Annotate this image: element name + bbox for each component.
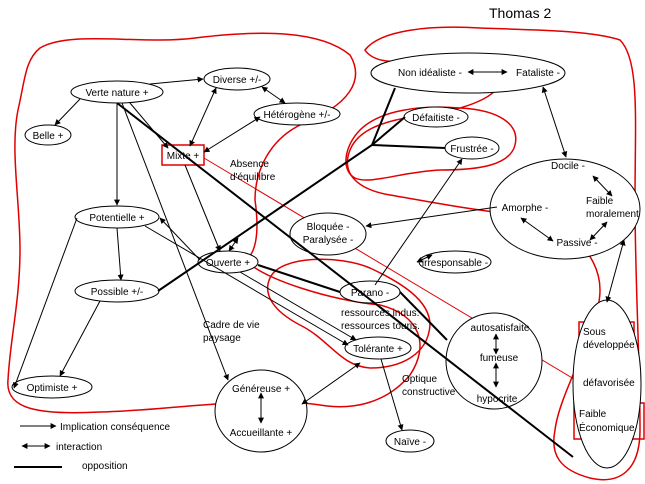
optique-label-line2: constructive xyxy=(402,387,456,398)
potentielle-label: Potentielle + xyxy=(89,213,144,224)
bloquee-label-line1: Bloquée - xyxy=(307,222,350,233)
non-idealiste-label: Non idéaliste - xyxy=(398,68,462,79)
heterogene-label: Hétérogène +/- xyxy=(264,110,331,121)
legend: Implication conséquence interaction oppo… xyxy=(14,422,171,472)
opposition-verte-faible-eco xyxy=(116,102,574,458)
interaction-fataliste-docile xyxy=(541,86,568,158)
docile-label: Docile - xyxy=(551,161,585,172)
absence-label-line1: Absence xyxy=(230,159,269,170)
interaction-genereuse-tolerante xyxy=(301,362,361,405)
legend-interaction-label: interaction xyxy=(56,442,102,453)
bloquee-label-line2: Paralysée - xyxy=(303,235,354,246)
optique-label-line1: Optique xyxy=(402,374,437,385)
arrow-verte-genereuse xyxy=(121,102,229,381)
sous-developpee-label-line2: développée xyxy=(583,340,635,351)
faible-eco-label-line1: Faible xyxy=(579,409,607,420)
optimiste-node xyxy=(11,375,93,399)
arrow-amorphe-bloquee xyxy=(365,206,498,229)
interaction-faible-passive xyxy=(589,221,608,241)
interaction-irresponsable-bloquee xyxy=(416,254,433,263)
faible-moralement-label-line2: moralement xyxy=(586,209,639,220)
opposition-ouverte-parano xyxy=(257,264,341,293)
node-labels: Verte nature + Diverse +/- Hétérogène +/… xyxy=(27,68,639,448)
positive-group-outline xyxy=(7,32,421,414)
naive-label: Naïve - xyxy=(394,437,426,448)
ouverte-label: Ouverte + xyxy=(206,258,250,269)
arrow-mixte-ouverte xyxy=(184,164,221,252)
naive-node xyxy=(385,429,435,453)
interaction-arrows xyxy=(189,69,626,424)
interaction-diverse-heterogene xyxy=(261,86,286,104)
ressources-label-line1: ressources indus. xyxy=(341,308,419,319)
parano-group-outline xyxy=(266,258,431,369)
accueillante-label: Accueillante + xyxy=(230,428,293,439)
irresponsable-label: irresponsable - xyxy=(422,258,488,269)
implication-arrows xyxy=(13,76,498,431)
interaction-ouverte-bloquee xyxy=(228,237,239,252)
fataliste-label: Fataliste - xyxy=(516,68,560,79)
heterogene-node xyxy=(253,102,341,126)
interaction-heterogene-mixte xyxy=(203,116,261,153)
diverse-label: Diverse +/- xyxy=(213,75,262,86)
faible-moralement-label-line1: Faible xyxy=(586,196,614,207)
belle-label: Belle + xyxy=(33,131,64,142)
interaction-passive-sous-developpee xyxy=(605,239,626,303)
arrow-ouverte-tolerante xyxy=(239,271,357,341)
opposition-branch-frustree xyxy=(371,144,446,149)
arrow-potentielle-possible xyxy=(116,227,124,281)
arrow-ouverte-potentielle xyxy=(159,217,201,261)
diagram-title: Thomas 2 xyxy=(489,5,551,21)
ressources-label-line2: ressources touris. xyxy=(341,321,420,332)
arrow-verte-mixte xyxy=(129,102,169,149)
possible-label: Possible +/- xyxy=(91,287,144,298)
tolerante-label: Tolérante + xyxy=(353,344,403,355)
bloquee-node xyxy=(289,212,367,256)
diverse-node xyxy=(203,67,271,91)
interaction-diverse-mixte xyxy=(189,87,217,147)
faible-eco-label-line2: Économique xyxy=(579,421,635,434)
arrow-potentielle-tolerante xyxy=(144,225,349,346)
arrow-irresponsable-frustree xyxy=(374,158,463,286)
opposition-branch-defaitiste xyxy=(371,116,406,146)
mixte-label: Mixte + xyxy=(167,151,200,162)
fumeuse-label: fumeuse xyxy=(480,353,519,364)
arrow-verte-belle xyxy=(54,98,81,126)
arrow-verte-diverse xyxy=(149,76,204,85)
arrow-possible-optimiste xyxy=(59,300,101,377)
cadre-label-line2: paysage xyxy=(203,333,241,344)
optimiste-label: Optimiste + xyxy=(27,383,78,394)
interaction-amorphe-passive xyxy=(520,217,554,242)
legend-opposition-label: opposition xyxy=(82,461,128,472)
belle-node xyxy=(24,124,72,146)
arrow-tolerante-naive xyxy=(380,358,404,431)
autosatisfaite-label: autosatisfaite xyxy=(471,323,530,334)
legend-implication-label: Implication conséquence xyxy=(60,422,171,433)
autosatisfaite-group-node xyxy=(445,312,543,410)
defaitiste-label: Défaitiste - xyxy=(412,113,460,124)
parano-label: Parano - xyxy=(351,288,389,299)
defavorisee-label: défavorisée xyxy=(583,378,635,389)
interaction-docile-faible xyxy=(592,175,613,197)
cadre-label-line1: Cadre de vie xyxy=(203,320,260,331)
absence-label-line2: d'équilibre xyxy=(230,172,276,183)
opposition-parano-autosatisfaite xyxy=(399,291,448,341)
tolerante-node xyxy=(344,336,412,360)
frustree-label: Frustrée - xyxy=(450,144,493,155)
verte-nature-label: Verte nature + xyxy=(85,88,148,99)
passive-label: Passive - xyxy=(556,238,597,249)
sous-developpee-label-line1: Sous xyxy=(583,327,606,338)
ouverte-node xyxy=(197,250,259,274)
genereuse-label: Généreuse + xyxy=(232,384,290,395)
arrow-potentielle-optimiste xyxy=(13,217,78,389)
mixte-highlight-box xyxy=(161,144,205,166)
amorphe-label: Amorphe - xyxy=(502,203,549,214)
hypocrite-label: hypocrite xyxy=(477,394,518,405)
